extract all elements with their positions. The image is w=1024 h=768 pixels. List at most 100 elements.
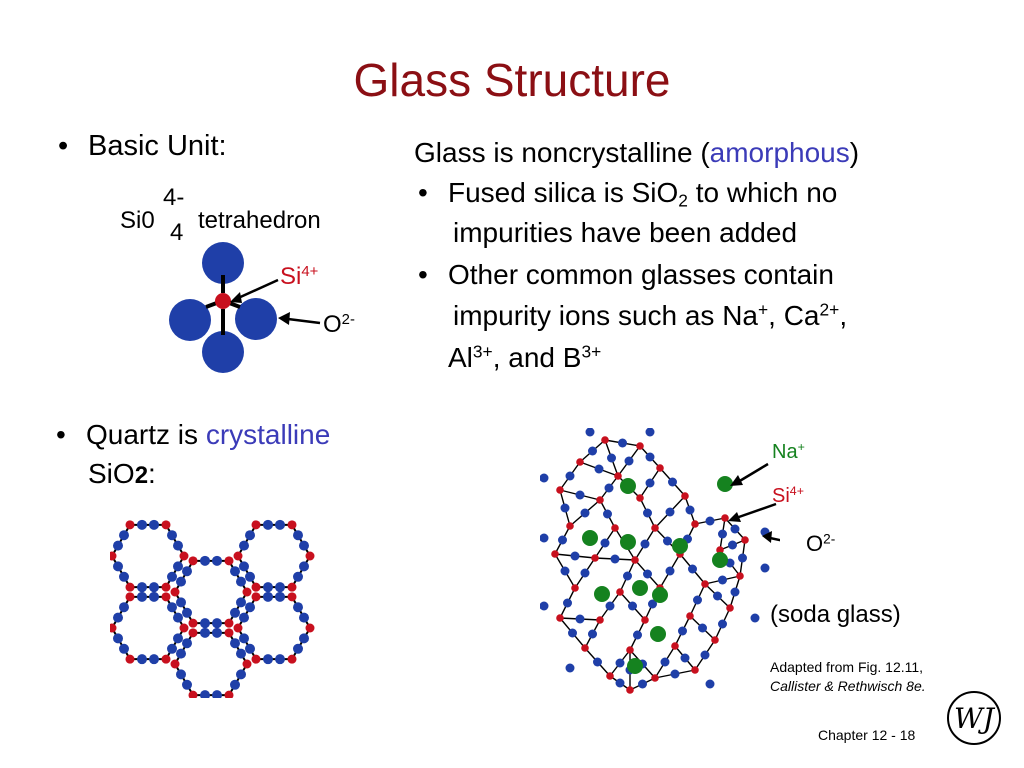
lattice-oxygen xyxy=(239,561,249,572)
lattice-silicon xyxy=(224,618,234,628)
lattice-oxygen xyxy=(263,591,273,602)
na-charge: + xyxy=(758,299,769,320)
lattice-bond xyxy=(237,524,257,557)
glass-oxygen xyxy=(640,539,650,549)
lattice-silicon xyxy=(242,659,252,669)
si-arrow xyxy=(735,502,777,520)
lattice-oxygen xyxy=(113,561,123,572)
glass-o-charge: 2- xyxy=(823,531,836,547)
lattice-oxygen xyxy=(239,633,249,644)
glass-oxygen xyxy=(663,536,672,546)
lattice-bond xyxy=(111,555,131,588)
lattice-oxygen xyxy=(182,679,192,690)
al-b-line: Al3+, and B3+ xyxy=(448,340,601,376)
lattice-oxygen xyxy=(239,540,249,551)
source-line1: Adapted from Fig. 12.11, xyxy=(770,659,924,675)
glass-silicon xyxy=(614,472,622,480)
bullet-dot: • xyxy=(418,177,428,208)
glass-silicon xyxy=(616,588,624,596)
lattice-silicon xyxy=(161,654,171,664)
glass-oxygen xyxy=(558,535,567,545)
lattice-silicon xyxy=(125,520,135,530)
tetrahedron-diagram xyxy=(169,242,321,373)
glass-sodium xyxy=(652,587,668,603)
lattice-oxygen xyxy=(299,561,309,572)
glass-oxygen xyxy=(575,490,585,500)
lattice-oxygen xyxy=(200,627,210,638)
glass-sodium xyxy=(620,534,636,550)
lattice-silicon xyxy=(125,582,135,592)
glass-oxygen xyxy=(565,471,575,481)
glass-oxygen xyxy=(560,566,570,576)
lattice-oxygen xyxy=(212,618,222,629)
wiley-logo: WJ xyxy=(946,690,1002,746)
glass-sodium xyxy=(672,538,688,554)
lattice-oxygen xyxy=(137,591,147,602)
lattice-oxygen xyxy=(212,627,222,638)
glass-silicon xyxy=(611,524,619,532)
lattice-bond xyxy=(228,560,248,593)
lattice-oxygen xyxy=(230,607,240,618)
glass-silicon xyxy=(556,614,564,622)
glass-oxygen xyxy=(575,614,585,624)
lattice-oxygen xyxy=(200,690,210,698)
lattice-oxygen xyxy=(113,633,123,644)
lattice-oxygen xyxy=(275,591,285,602)
lattice-silicon xyxy=(110,623,117,633)
tetra-o-label: O2- xyxy=(323,310,355,340)
glass-oxygen-terminal xyxy=(705,679,715,689)
lattice-oxygen xyxy=(137,582,147,593)
lattice-silicon xyxy=(251,654,261,664)
lattice-oxygen xyxy=(299,612,309,623)
lattice-oxygen xyxy=(167,530,177,541)
glass-oxygen xyxy=(665,566,675,576)
glass-oxygen-terminal xyxy=(540,533,549,543)
glass-na-symbol: Na xyxy=(772,441,798,463)
lattice-oxygen xyxy=(176,597,186,608)
lattice-silicon xyxy=(125,654,135,664)
b-charge: 3+ xyxy=(581,341,602,362)
lattice-silicon xyxy=(125,592,135,602)
lattice-oxygen xyxy=(275,582,285,593)
glass-silicon xyxy=(741,536,749,544)
lattice-silicon xyxy=(233,551,243,561)
lattice-oxygen xyxy=(230,679,240,690)
crystalline-highlight: crystalline xyxy=(205,419,331,450)
glass-oxygen-terminal xyxy=(540,601,549,611)
glass-oxygen xyxy=(563,598,572,608)
glass-oxygen xyxy=(645,478,655,488)
impurity-text-a: impurity ions such as Na xyxy=(453,300,759,331)
glass-oxygen xyxy=(718,575,727,585)
lattice-oxygen xyxy=(293,530,303,541)
noncrystalline-line: Glass is noncrystalline (amorphous) xyxy=(414,135,859,171)
glass-oxygen-terminal xyxy=(540,473,549,483)
lattice-bond xyxy=(237,596,257,629)
glass-oxygen xyxy=(730,524,740,534)
fused-silica-subscript: 2 xyxy=(678,190,688,211)
glass-oxygen xyxy=(718,529,727,539)
bullet-dot: • xyxy=(418,259,428,290)
glass-oxygen xyxy=(678,626,687,636)
glass-oxygen-terminal xyxy=(750,613,760,623)
glass-oxygen xyxy=(594,464,604,474)
lattice-bond xyxy=(174,632,194,665)
basic-unit-label: Basic Unit: xyxy=(88,130,227,162)
o-arrow xyxy=(769,536,780,542)
glass-silicon xyxy=(726,604,734,612)
glass-na-label: Na+ xyxy=(772,440,805,464)
lattice-oxygen xyxy=(137,519,147,530)
lattice-oxygen xyxy=(149,591,159,602)
glass-si-symbol: Si xyxy=(772,485,790,507)
glass-oxygen xyxy=(615,678,625,688)
glass-oxygen xyxy=(670,669,680,679)
lattice-oxygen xyxy=(230,566,240,577)
glass-silicon xyxy=(651,674,659,682)
lattice-oxygen xyxy=(236,597,246,608)
glass-silicon xyxy=(596,616,604,624)
glass-silicon xyxy=(716,546,724,554)
lattice-oxygen xyxy=(182,638,192,649)
glass-silicon xyxy=(691,520,699,528)
chapter-number: Chapter 12 - 18 xyxy=(818,727,916,743)
lattice-oxygen xyxy=(113,540,123,551)
glass-oxygen xyxy=(665,507,675,517)
